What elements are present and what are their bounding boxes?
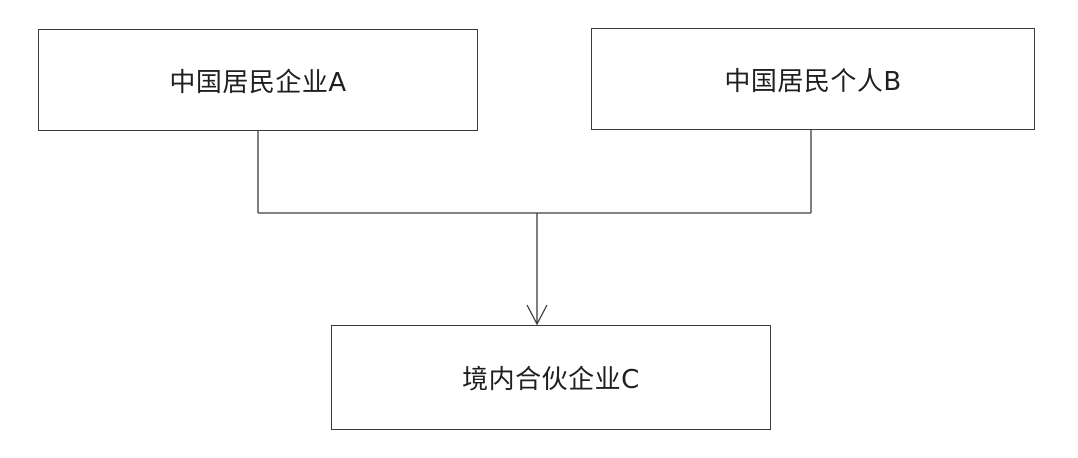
node-resident-enterprise-a: 中国居民企业A <box>38 29 478 131</box>
arrowhead-to-c <box>526 304 548 326</box>
node-domestic-partnership-c: 境内合伙企业C <box>331 325 771 430</box>
node-a-label: 中国居民企业A <box>169 67 347 98</box>
node-resident-individual-b: 中国居民个人B <box>591 28 1035 130</box>
node-b-label: 中国居民个人B <box>724 66 902 97</box>
node-c-label: 境内合伙企业C <box>462 365 640 395</box>
